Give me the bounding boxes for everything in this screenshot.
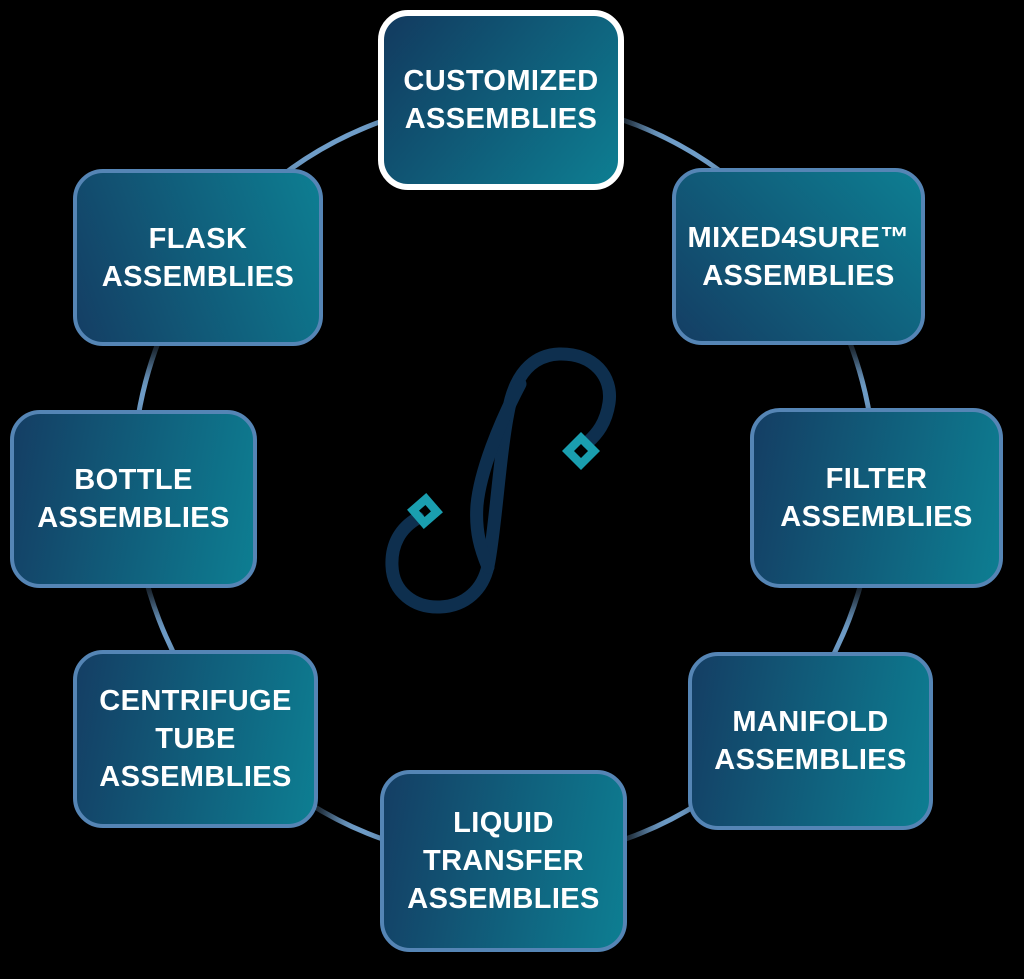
node-mixed4sure-assemblies[interactable]: MIXED4SURE™ ASSEMBLIES [672,168,925,345]
node-bottle-assemblies[interactable]: BOTTLE ASSEMBLIES [10,410,257,588]
node-customized-assemblies[interactable]: CUSTOMIZED ASSEMBLIES [378,10,624,190]
node-label: FILTER ASSEMBLIES [780,463,973,533]
tubing-s-curve-logo [385,347,617,614]
node-label: LIQUID TRANSFER ASSEMBLIES [407,807,600,915]
node-label: BOTTLE ASSEMBLIES [37,464,230,534]
node-label: CENTRIFUGE TUBE ASSEMBLIES [99,685,292,793]
node-label: MIXED4SURE™ ASSEMBLIES [687,221,910,292]
node-liquid-transfer-assemblies[interactable]: LIQUID TRANSFER ASSEMBLIES [380,770,627,952]
tubing-cross-path [470,377,527,574]
diamond-fitting-icon [407,493,443,529]
node-label: CUSTOMIZED ASSEMBLIES [403,65,599,135]
node-manifold-assemblies[interactable]: MANIFOLD ASSEMBLIES [688,652,933,830]
tubing-main-path [385,347,617,614]
node-filter-assemblies[interactable]: FILTER ASSEMBLIES [750,408,1003,588]
node-label: MANIFOLD ASSEMBLIES [714,706,907,776]
node-flask-assemblies[interactable]: FLASK ASSEMBLIES [73,169,323,346]
node-label: FLASK ASSEMBLIES [101,222,295,293]
node-centrifuge-tube-assemblies[interactable]: CENTRIFUGE TUBE ASSEMBLIES [73,650,318,828]
diamond-fitting-icon [562,432,600,470]
